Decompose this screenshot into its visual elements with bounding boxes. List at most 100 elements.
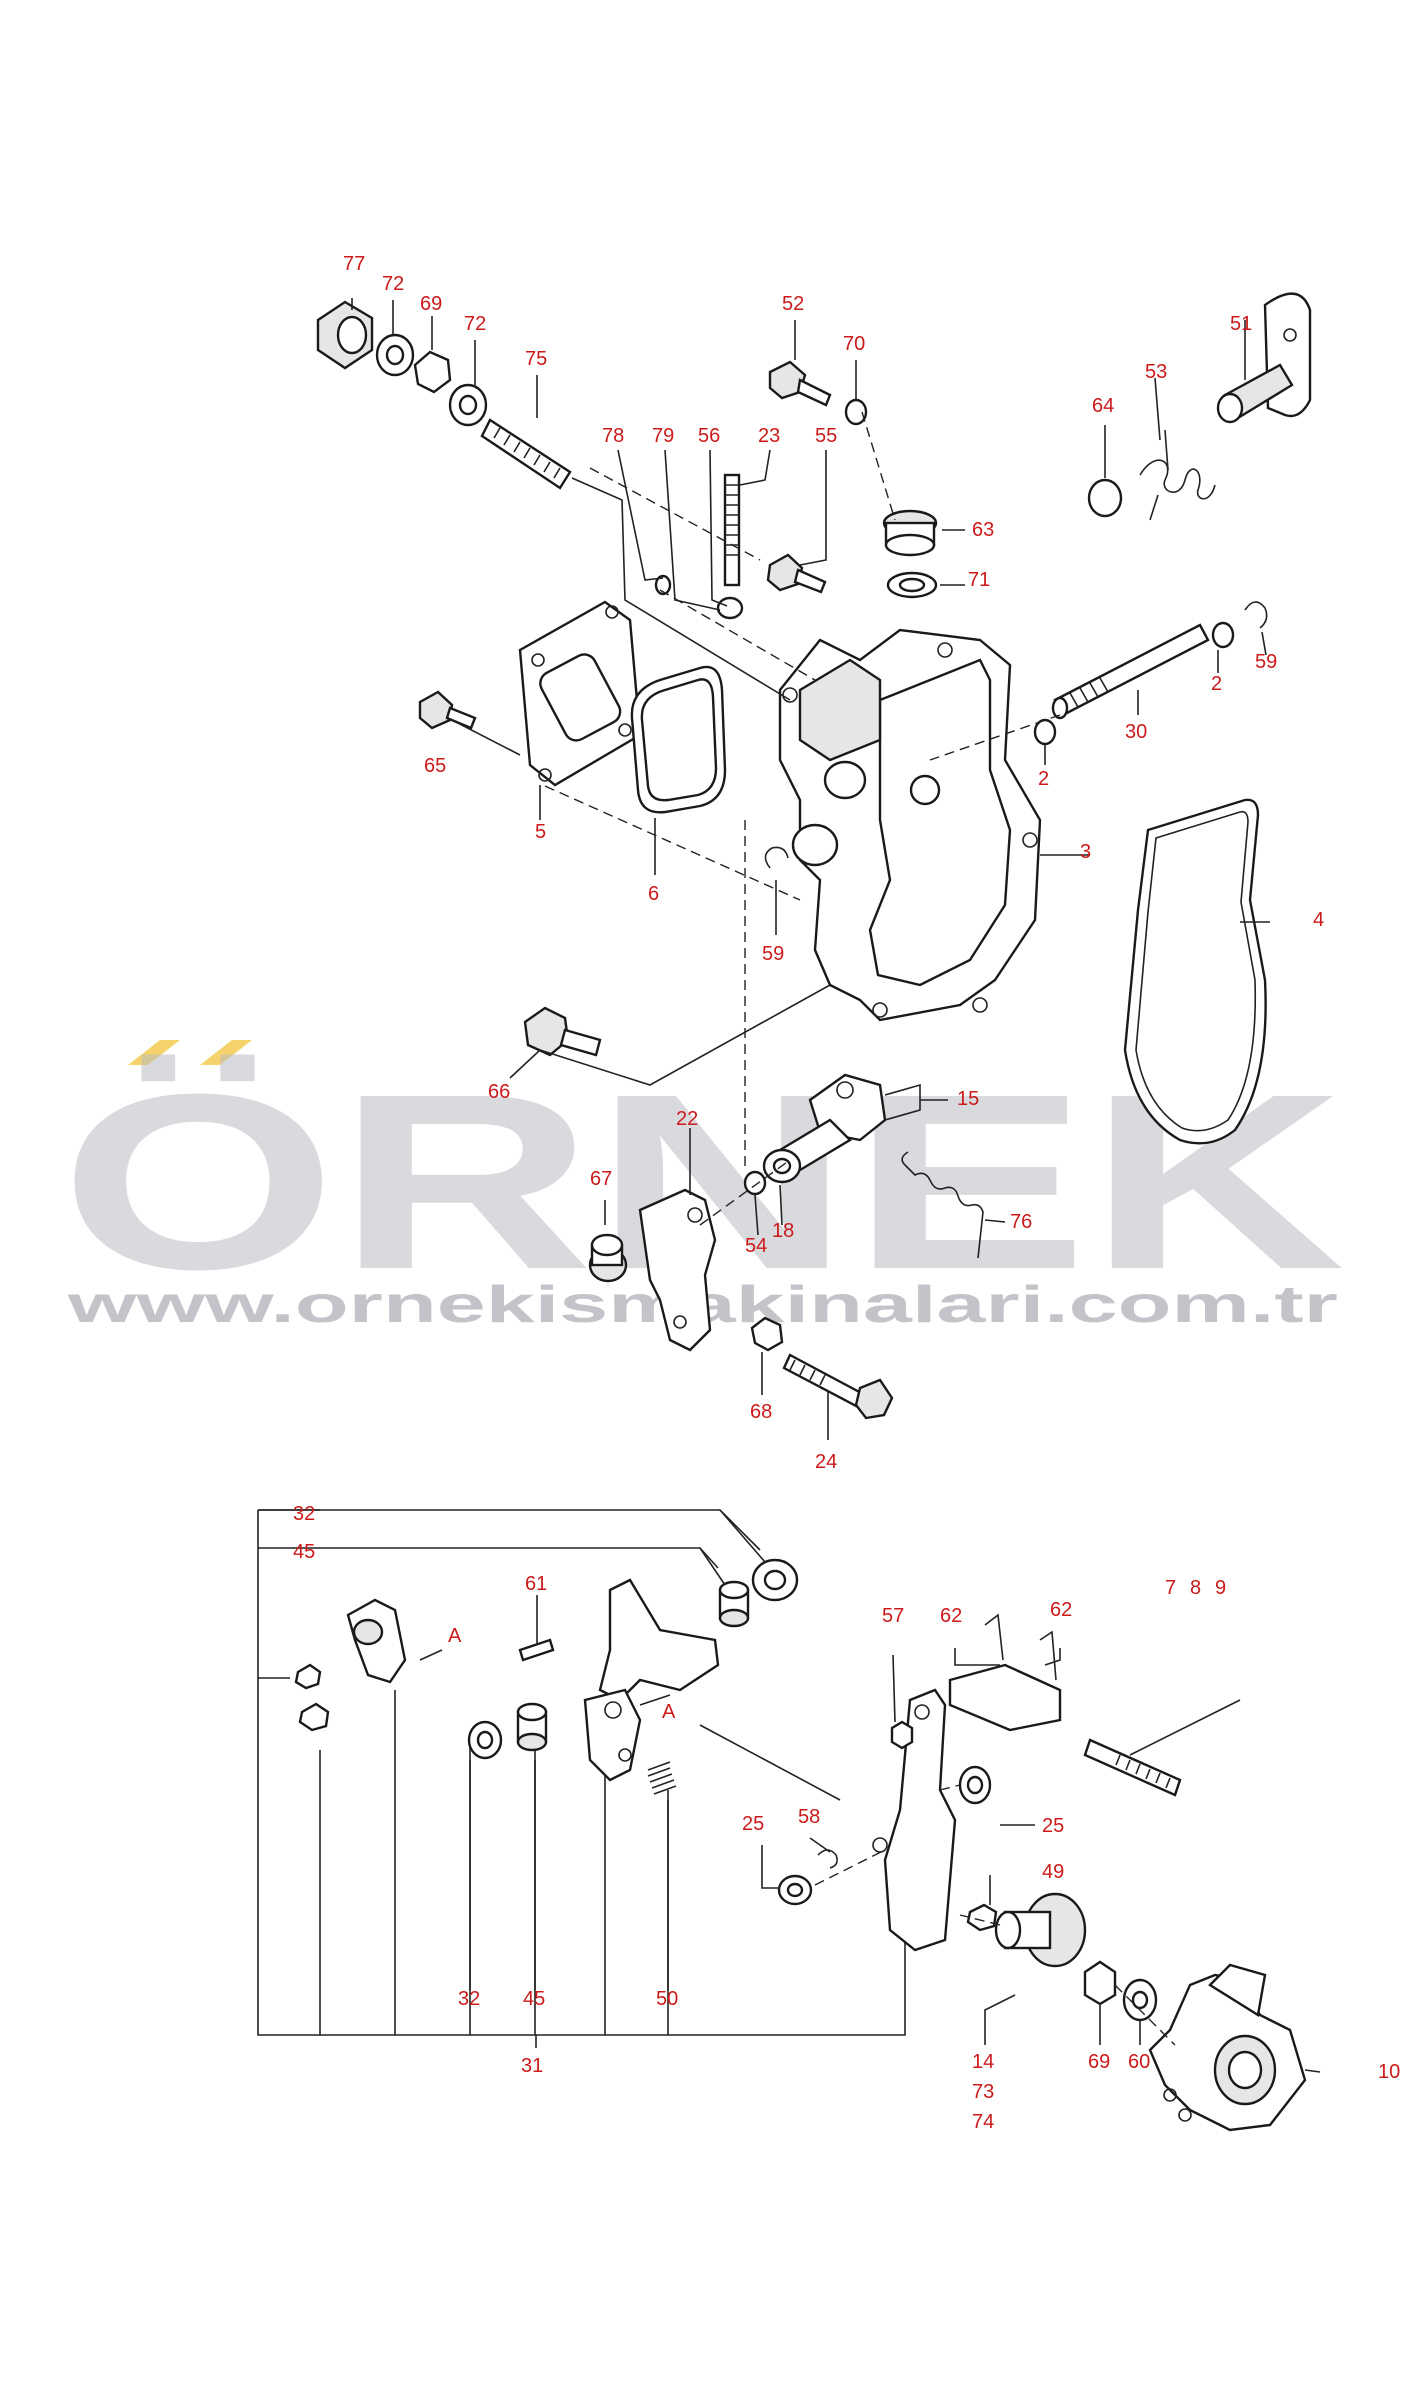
label-72a: 72: [382, 273, 404, 295]
part-14-weight: [994, 1892, 1087, 1968]
part-66-bolt: [523, 1006, 602, 1057]
label-5: 5: [535, 821, 546, 843]
label-70: 70: [843, 333, 865, 355]
part-58-clip: [817, 1849, 838, 1869]
label-67: 67: [590, 1168, 612, 1190]
label-53: 53: [1145, 361, 1167, 383]
detail-a-bracket: [294, 1598, 407, 1732]
part-53-spring: [1139, 429, 1216, 521]
part-59-clip-a: [1244, 601, 1268, 629]
label-15: 15: [957, 1088, 979, 1110]
label-31: 31: [521, 2055, 543, 2077]
label-60: 60: [1128, 2051, 1150, 2073]
part-68-nut: [750, 1316, 784, 1352]
label-57: 57: [882, 1605, 904, 1627]
part-70-washer: [844, 398, 868, 426]
part-30-shaft: [1051, 623, 1210, 720]
label-a1: A: [448, 1625, 462, 1647]
part-22-lever: [638, 1188, 717, 1352]
label-7: 7: [1165, 1577, 1176, 1599]
upper-assembly: [316, 292, 1312, 1420]
label-25b: 25: [742, 1813, 764, 1835]
part-4-gasket: [1123, 798, 1267, 1145]
label-74: 74: [972, 2111, 994, 2133]
label-32-top: 32: [293, 1503, 315, 1525]
part-24-bolt: [782, 1353, 894, 1420]
label-4: 4: [1313, 909, 1324, 931]
label-50: 50: [656, 1988, 678, 2010]
part-49-bolt: [966, 1903, 998, 1932]
part-l-bracket: [948, 1663, 1062, 1732]
part-31-lever-assembly: [583, 1578, 720, 1782]
part-lever-arm: [872, 1688, 957, 1952]
part-56-washer: [716, 596, 744, 620]
label-65: 65: [424, 755, 446, 777]
label-3: 3: [1080, 841, 1091, 863]
part-45-bush-top: [718, 1580, 750, 1628]
label-72b: 72: [464, 313, 486, 335]
part-69-nut-b: [1083, 1960, 1117, 2006]
part-77-cap-nut: [316, 300, 374, 370]
part-65-bolt: [418, 690, 477, 730]
label-79: 79: [652, 425, 674, 447]
label-30: 30: [1125, 721, 1147, 743]
part-2-ring-a: [1211, 621, 1235, 649]
label-66: 66: [488, 1081, 510, 1103]
label-8: 8: [1190, 1577, 1201, 1599]
part-64-oring: [1087, 478, 1123, 518]
label-62a: 62: [940, 1605, 962, 1627]
label-68: 68: [750, 1401, 772, 1423]
part-67-bush: [588, 1233, 628, 1283]
label-77: 77: [343, 253, 365, 275]
part-23-stud: [723, 473, 741, 587]
lower-leaders: [258, 1509, 1321, 2073]
part-62-clip-b: [1039, 1630, 1057, 1681]
label-64: 64: [1092, 395, 1114, 417]
label-6: 6: [648, 883, 659, 905]
label-22: 22: [676, 1108, 698, 1130]
part-6-seal: [630, 665, 727, 814]
label-71: 71: [968, 569, 990, 591]
part-51-lever: [1216, 292, 1312, 424]
label-59a: 59: [1255, 651, 1277, 673]
part-59-clip-b: [764, 846, 789, 869]
label-61: 61: [525, 1573, 547, 1595]
label-49: 49: [1042, 1861, 1064, 1883]
upper-leaders: [351, 298, 1270, 1440]
part-75-stud: [480, 418, 572, 490]
part-61-pin: [518, 1638, 555, 1662]
label-73: 73: [972, 2081, 994, 2103]
part-labels: 77 72 69 72 75 78 79 56 23 52 70 55 51 5…: [293, 253, 1400, 2133]
label-78: 78: [602, 425, 624, 447]
part-62-clip-a: [984, 1613, 1004, 1661]
label-62b: 62: [1050, 1599, 1072, 1621]
lower-assembly: [257, 1509, 1307, 2132]
part-50-spring: [647, 1761, 677, 1795]
part-45-bush-bottom: [516, 1702, 548, 1752]
part-52-bolt: [768, 360, 832, 407]
label-25a: 25: [1042, 1815, 1064, 1837]
label-63: 63: [972, 519, 994, 541]
part-10-body: [1148, 1963, 1307, 2132]
label-55: 55: [815, 425, 837, 447]
label-58: 58: [798, 1806, 820, 1828]
part-5-plate: [518, 600, 642, 787]
watermark-accent-right: [200, 1040, 252, 1065]
label-75: 75: [525, 348, 547, 370]
watermark-accent-left: [128, 1040, 180, 1065]
part-69-nut-a: [413, 350, 452, 394]
part-63-plug: [882, 509, 938, 557]
label-2a: 2: [1211, 673, 1222, 695]
label-18: 18: [772, 1220, 794, 1242]
part-55-screw: [766, 553, 827, 594]
label-54: 54: [745, 1235, 767, 1257]
label-23: 23: [758, 425, 780, 447]
label-10: 10: [1378, 2061, 1400, 2083]
label-69b: 69: [1088, 2051, 1110, 2073]
part-78-pin: [654, 574, 672, 596]
label-2b: 2: [1038, 768, 1049, 790]
label-45-top: 45: [293, 1541, 315, 1563]
label-14: 14: [972, 2051, 994, 2073]
part-7-8-9-rod: [1083, 1699, 1241, 1797]
